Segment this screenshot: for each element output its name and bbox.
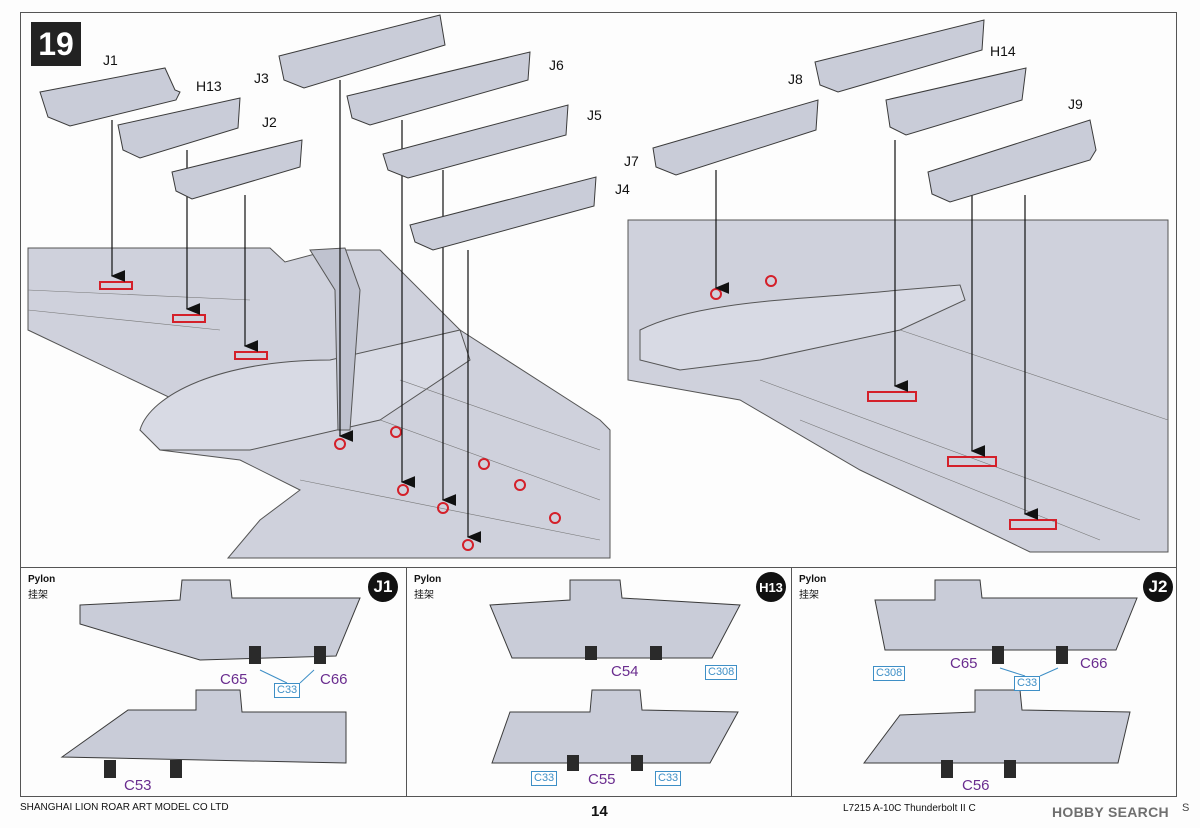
callout-c308: C308 [873, 666, 906, 681]
callout-c66: C66 [1080, 655, 1108, 672]
slot-h13 [172, 314, 206, 323]
panel-title: Pylon [414, 574, 442, 585]
right-wing-view [627, 140, 1169, 553]
page-frame [20, 12, 1177, 797]
step-number: 19 [31, 22, 81, 66]
panel-title: Pylon [799, 574, 827, 585]
callout-c33: C33 [274, 683, 301, 698]
callout-c56: C56 [962, 777, 990, 794]
slot-j7-b [765, 275, 777, 287]
company-name: SHANGHAI LION ROAR ART MODEL CO LTD [20, 802, 229, 813]
slot-j1 [99, 281, 133, 290]
part-badge: J1 [368, 572, 398, 602]
watermark: HOBBY SEARCH [1052, 804, 1169, 820]
label-j6: J6 [549, 57, 564, 73]
label-j4: J4 [615, 181, 630, 197]
panel-divider [406, 567, 407, 797]
label-h14: H14 [990, 43, 1016, 59]
callout-c66: C66 [320, 671, 348, 688]
label-j2: J2 [262, 114, 277, 130]
callout-c33: C33 [655, 771, 682, 786]
panel-subtitle: 挂架 [799, 590, 819, 601]
panel-j1: Pylon 挂架 J1 [20, 567, 406, 797]
callout-c33: C33 [531, 771, 558, 786]
label-h13: H13 [196, 78, 222, 94]
panel-subtitle: 挂架 [414, 590, 434, 601]
part-badge: J2 [1143, 572, 1173, 602]
panel-divider [791, 567, 792, 797]
slot-j8 [867, 391, 917, 402]
label-j7: J7 [624, 153, 639, 169]
part-badge: H13 [756, 572, 786, 602]
callout-c308: C308 [705, 665, 738, 680]
label-j8: J8 [788, 71, 803, 87]
callout-c54: C54 [611, 663, 639, 680]
slot-j2 [234, 351, 268, 360]
label-j3: J3 [254, 70, 269, 86]
callout-c33: C33 [1014, 676, 1041, 691]
label-j5: J5 [587, 107, 602, 123]
label-j9: J9 [1068, 96, 1083, 112]
product-name: L7215 A-10C Thunderbolt II C [843, 803, 976, 814]
edge-mark: S [1182, 802, 1190, 814]
pylons-right [652, 19, 1097, 203]
label-j1: J1 [103, 52, 118, 68]
left-wing-view [27, 80, 611, 559]
panel-title: Pylon [28, 574, 56, 585]
pylons-left [39, 14, 597, 251]
slot-j9 [1009, 519, 1057, 530]
callout-c55: C55 [588, 771, 616, 788]
page-number: 14 [591, 803, 608, 820]
callout-c65: C65 [950, 655, 978, 672]
slot-h14 [947, 456, 997, 467]
panel-j2: Pylon 挂架 J2 [791, 567, 1177, 797]
callout-c65: C65 [220, 671, 248, 688]
panel-h13: Pylon 挂架 H13 [406, 567, 791, 797]
detail-pylons [60, 579, 1138, 764]
detail-studs [104, 646, 1068, 778]
callout-c53: C53 [124, 777, 152, 794]
panel-subtitle: 挂架 [28, 590, 48, 601]
callout-leaders [259, 667, 1059, 684]
